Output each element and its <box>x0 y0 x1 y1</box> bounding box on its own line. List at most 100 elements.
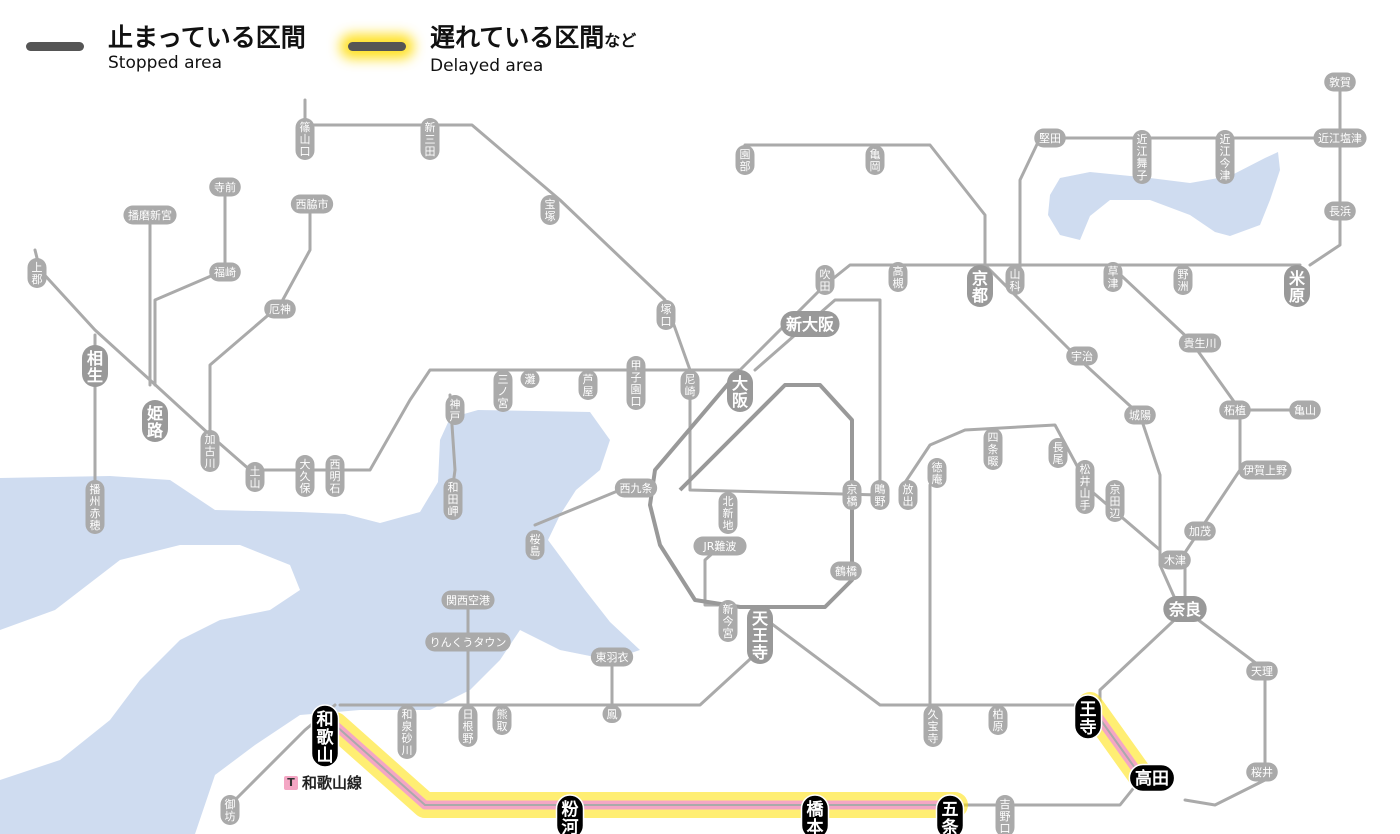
station-kobe[interactable]: 神戸 <box>445 395 465 425</box>
station-yamashina[interactable]: 山科 <box>1005 265 1025 295</box>
station-box <box>727 370 753 412</box>
station-teramae[interactable]: 寺前 <box>209 177 241 197</box>
station-oji[interactable]: 王寺 <box>1073 694 1103 740</box>
station-sakurai[interactable]: 桜井 <box>1246 762 1278 782</box>
station-banshuako[interactable]: 播州赤穂 <box>85 480 105 534</box>
station-shinosaka[interactable]: 新大阪 <box>780 311 840 337</box>
station-gobo[interactable]: 御坊 <box>220 795 240 825</box>
station-iga[interactable]: 伊賀上野 <box>1238 460 1292 480</box>
station-nagao[interactable]: 長尾 <box>1048 438 1068 468</box>
station-takarazuka[interactable]: 宝塚 <box>540 195 560 225</box>
station-osaka[interactable]: 大阪 <box>727 370 753 412</box>
station-label: 熊取 <box>497 707 508 733</box>
station-izumisunagawa[interactable]: 和泉砂川 <box>397 705 417 759</box>
station-koshienguchi[interactable]: 甲子園口 <box>626 356 646 410</box>
station-kumatori[interactable]: 熊取 <box>492 705 512 735</box>
station-hineno[interactable]: 日根野 <box>458 705 478 747</box>
station-label: 橋本 <box>807 799 825 834</box>
station-box <box>747 605 773 664</box>
station-kyuhoji[interactable]: 久宝寺 <box>923 705 943 747</box>
station-hanaten[interactable]: 放出 <box>898 480 918 510</box>
station-shijonawate[interactable]: 四条畷 <box>983 428 1003 470</box>
station-box <box>1324 72 1356 92</box>
station-harimashinguu[interactable]: 播磨新宮 <box>123 205 177 225</box>
station-shigino[interactable]: 鴫野 <box>870 480 890 510</box>
station-tenri[interactable]: 天理 <box>1246 661 1278 681</box>
station-tennoji[interactable]: 天王寺 <box>747 605 773 664</box>
station-tsukaguchi[interactable]: 塚口 <box>656 300 676 330</box>
station-takatsuki[interactable]: 高槻 <box>888 262 908 292</box>
station-takada[interactable]: 高田 <box>1128 763 1176 793</box>
station-amagasaki[interactable]: 尼崎 <box>680 370 700 400</box>
station-tsuruhashi[interactable]: 鶴橋 <box>830 561 862 581</box>
station-box <box>525 530 545 560</box>
station-sonobe[interactable]: 園部 <box>735 145 755 175</box>
station-yashiro[interactable]: 厄神 <box>264 299 296 319</box>
station-nagahama[interactable]: 長浜 <box>1324 201 1356 221</box>
station-box <box>1034 128 1066 148</box>
station-kitashinchi[interactable]: 北新地 <box>718 492 738 534</box>
station-kyobashi[interactable]: 京橋 <box>842 480 862 510</box>
station-kameoka[interactable]: 亀岡 <box>865 145 885 175</box>
station-tsuge2[interactable]: 貴生川 <box>1178 333 1222 353</box>
station-jojo[interactable]: 城陽 <box>1124 405 1156 425</box>
station-omishiotsu[interactable]: 近江塩津 <box>1313 128 1367 148</box>
station-box <box>1124 405 1156 425</box>
station-kamo[interactable]: 加茂 <box>1184 521 1216 541</box>
line-kosei <box>1018 136 1342 282</box>
station-hashimoto[interactable]: 橋本 <box>800 794 830 834</box>
station-ashiya[interactable]: 芦屋 <box>578 370 598 400</box>
station-uji[interactable]: 宇治 <box>1066 346 1098 366</box>
station-suita[interactable]: 吹田 <box>815 265 835 295</box>
station-nishikujo[interactable]: 西九条 <box>614 478 658 498</box>
station-label: 高槻 <box>893 264 904 290</box>
station-okubo[interactable]: 大久保 <box>295 455 315 497</box>
station-nara[interactable]: 奈良 <box>1163 596 1207 622</box>
station-nada[interactable]: 灘 <box>520 370 540 388</box>
station-kyotanabe[interactable]: 京田辺 <box>1105 480 1125 522</box>
station-kokawa[interactable]: 粉河 <box>555 794 585 834</box>
station-box <box>590 647 634 667</box>
station-jrnamba[interactable]: JR難波 <box>693 536 747 556</box>
station-sasayamaguchi[interactable]: 篠山口 <box>295 118 315 160</box>
station-sakurajima[interactable]: 桜島 <box>525 530 545 560</box>
station-dosan[interactable]: 土山 <box>245 462 265 492</box>
station-omimaiko[interactable]: 近江舞子 <box>1132 130 1152 184</box>
station-kusatsu[interactable]: 草津 <box>1103 262 1123 292</box>
station-tokuan[interactable]: 徳庵 <box>927 458 947 488</box>
station-kashiwara[interactable]: 柏原 <box>988 705 1008 735</box>
station-box <box>1184 521 1216 541</box>
station-katata[interactable]: 堅田 <box>1034 128 1066 148</box>
station-rinku[interactable]: りんくうタウン <box>425 632 511 652</box>
station-himeji[interactable]: 姫路 <box>142 400 168 442</box>
station-shinsanda[interactable]: 新三田 <box>420 118 440 160</box>
station-kansaiairport[interactable]: 関西空港 <box>441 590 495 610</box>
station-gojo[interactable]: 五条 <box>935 794 965 834</box>
station-aioi[interactable]: 相生 <box>82 345 108 387</box>
station-kyoto[interactable]: 京都 <box>967 265 993 307</box>
station-kameyama[interactable]: 亀山 <box>1289 400 1321 420</box>
station-maibara[interactable]: 米原 <box>1284 265 1310 307</box>
station-label: 加茂 <box>1189 524 1211 538</box>
station-wadamisaki[interactable]: 和田岬 <box>443 478 463 520</box>
station-shinimamiya[interactable]: 新今宮 <box>718 600 738 642</box>
station-tsuge[interactable]: 柘植 <box>1219 400 1251 420</box>
station-fukusaki[interactable]: 福崎 <box>209 262 241 282</box>
station-otori[interactable]: 鳳 <box>602 705 622 723</box>
station-box <box>735 145 755 175</box>
station-yasu[interactable]: 野洲 <box>1173 265 1193 295</box>
station-omiimazu[interactable]: 近江今津 <box>1215 130 1235 184</box>
station-tsuruga[interactable]: 敦賀 <box>1324 72 1356 92</box>
station-label: 塚口 <box>661 303 672 328</box>
station-sannomiya[interactable]: 三ノ宮 <box>493 370 513 412</box>
station-wakayama[interactable]: 和歌山 <box>310 704 340 768</box>
station-kamigori[interactable]: 上郡 <box>27 258 47 288</box>
station-nishiakashi[interactable]: 西明石 <box>325 455 345 497</box>
station-kakogawa[interactable]: 加古川 <box>200 430 220 472</box>
station-yoshinoguchi[interactable]: 吉野口 <box>995 795 1015 834</box>
station-kizu[interactable]: 木津 <box>1159 550 1191 570</box>
station-label: 亀山 <box>1294 403 1316 417</box>
station-nishiwakishi[interactable]: 西脇市 <box>290 194 334 214</box>
station-matsuiyamate[interactable]: 松井山手 <box>1075 460 1095 514</box>
station-higashihagoromo[interactable]: 東羽衣 <box>590 647 634 667</box>
